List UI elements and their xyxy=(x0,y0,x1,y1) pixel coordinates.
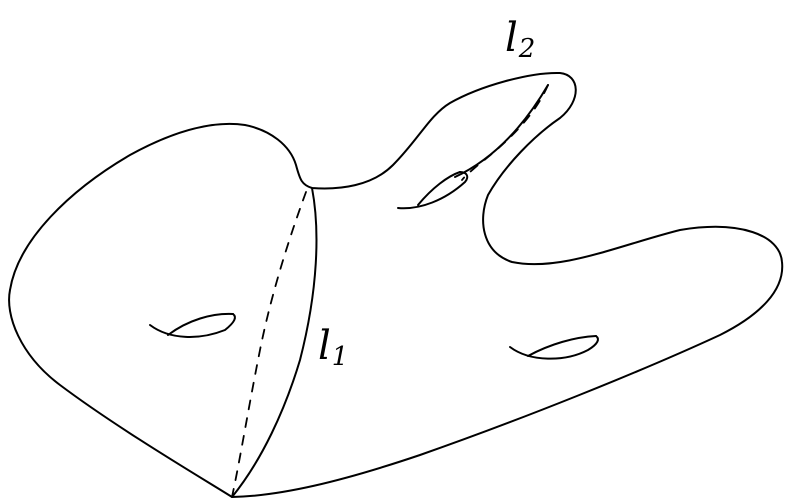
handle-right xyxy=(510,336,598,359)
label-l1: l1 xyxy=(318,326,348,366)
label-l2-base: l xyxy=(505,15,518,61)
handle-left xyxy=(150,314,235,337)
label-l2: l2 xyxy=(505,18,535,58)
surface-outline xyxy=(9,73,782,497)
cut-curve-l2 xyxy=(455,85,548,177)
handle-middle xyxy=(398,172,467,208)
cut-curve-l1-hidden xyxy=(232,192,306,497)
label-l1-subscript: 1 xyxy=(332,342,349,372)
label-l1-base: l xyxy=(318,323,331,369)
cut-curve-l1 xyxy=(232,188,316,497)
label-l2-subscript: 2 xyxy=(519,34,536,64)
